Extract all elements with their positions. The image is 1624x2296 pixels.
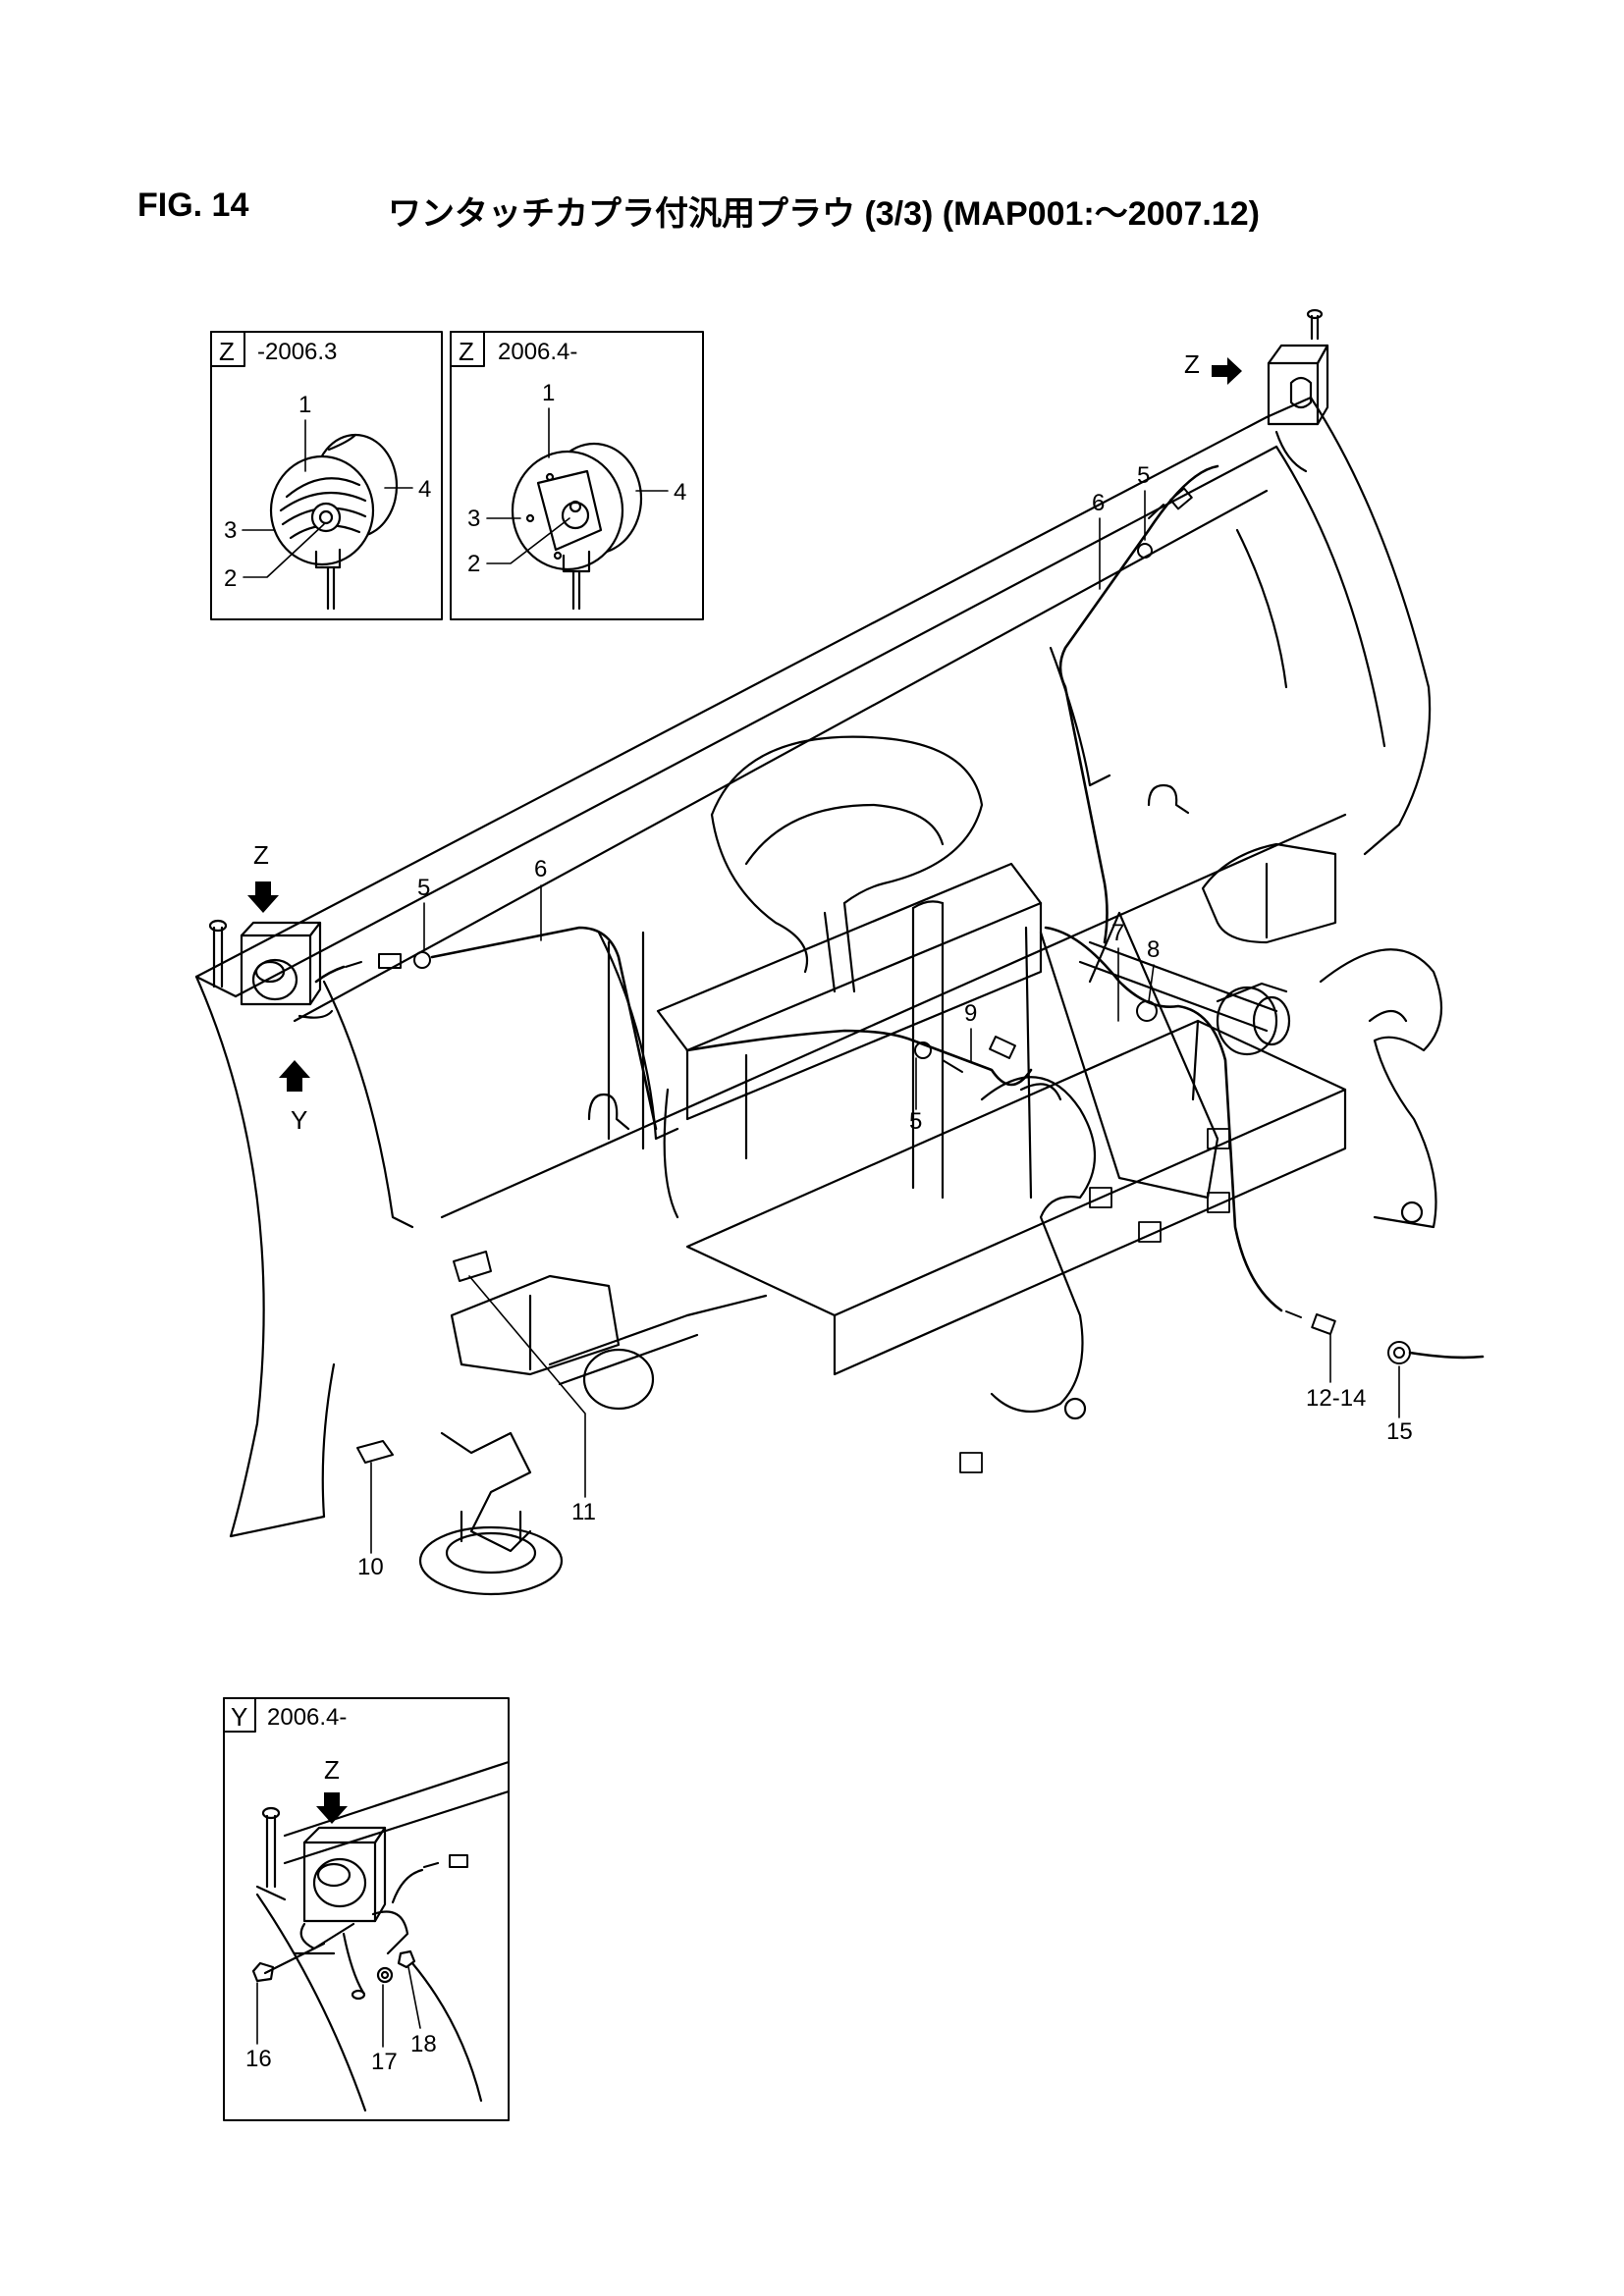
- detail-box-z-late: Z 2006.4- 1 4 3 2: [450, 331, 704, 620]
- work-lamp-left: [194, 919, 334, 1019]
- moldboard: [194, 396, 1432, 1538]
- callout-3: 3: [467, 506, 480, 532]
- callout-6: 6: [1092, 490, 1105, 516]
- callout-17: 17: [371, 2049, 398, 2075]
- callout-1: 1: [298, 392, 311, 418]
- callout-7: 7: [1111, 920, 1124, 946]
- callout-11: 11: [571, 1499, 596, 1525]
- callout-6: 6: [534, 856, 547, 882]
- main-frame: [656, 862, 1347, 1376]
- callout-2: 2: [224, 565, 237, 592]
- box-letter: Z: [459, 337, 474, 366]
- view-arrow-y-left: Y: [279, 1060, 310, 1135]
- callout-5: 5: [417, 875, 430, 901]
- coupler-hooks: [980, 948, 1443, 1420]
- angle-cylinder-right: [1078, 940, 1291, 1056]
- lift-arm: [1039, 911, 1219, 1200]
- view-arrow-z-left: Z: [247, 840, 279, 913]
- work-lamp-late: [511, 442, 643, 611]
- view-letter: Z: [324, 1755, 340, 1785]
- callouts-box-z-early: 1 4 3 2: [224, 392, 431, 592]
- decals: [356, 1251, 492, 1464]
- angle-cylinder-left: [548, 1294, 768, 1411]
- figure-number: FIG. 14: [137, 187, 249, 224]
- view-letter: Z: [1184, 349, 1200, 379]
- detail-box-y: Y 2006.4- Z: [223, 1697, 511, 2121]
- wiring-harness-main: [685, 926, 1485, 1364]
- view-arrow-z-right: Z: [1184, 349, 1242, 385]
- callout-5: 5: [1137, 462, 1150, 489]
- box-label: 2006.4-: [498, 339, 577, 365]
- callout-5: 5: [909, 1108, 922, 1135]
- callout-10: 10: [357, 1554, 384, 1580]
- callout-1: 1: [542, 380, 555, 406]
- figure-title: ワンタッチカプラ付汎用プラウ (3/3) (MAP001:〜2007.12): [388, 195, 1260, 233]
- callouts-box-y: 16 17 18: [245, 1966, 437, 2075]
- callout-4: 4: [674, 479, 686, 506]
- work-lamp-early: [269, 433, 399, 611]
- moldboard-ribs: [322, 528, 1288, 1229]
- callout-2: 2: [467, 551, 480, 577]
- callout-8: 8: [1147, 936, 1160, 963]
- box-letter: Z: [219, 337, 235, 366]
- figure-header: FIG. 14 ワンタッチカプラ付汎用プラウ (3/3) (MAP001:〜20…: [137, 187, 1512, 236]
- callout-3: 3: [224, 517, 237, 544]
- box-label: 2006.4-: [267, 1704, 347, 1731]
- callout-4: 4: [418, 476, 431, 503]
- callout-9: 9: [964, 1000, 977, 1027]
- box-letter: Y: [231, 1702, 247, 1732]
- pivot-arm: [710, 735, 984, 993]
- view-letter: Y: [291, 1105, 307, 1135]
- wiring-harness-right: [1058, 464, 1219, 944]
- plow-assembly: Z Z Y 5 6 5 6 7 8 9 5: [194, 308, 1485, 1596]
- view-arrow-z-detail: Z: [316, 1755, 348, 1824]
- right-skid-shoe: [1201, 842, 1337, 944]
- callout-12-14: 12-14: [1306, 1385, 1366, 1412]
- work-lamp-y-detail: [251, 1760, 511, 2112]
- detail-box-z-early: Z -2006.3 1 4 3 2: [210, 331, 443, 620]
- view-letter: Z: [253, 840, 269, 870]
- work-lamp-right: [1267, 308, 1329, 473]
- callout-18: 18: [410, 2031, 437, 2057]
- wiring-harness-left: [314, 926, 658, 1131]
- callouts-main: 5 6 5 6 7 8 9 5 10 11 12-14 15: [357, 462, 1413, 1580]
- box-label: -2006.3: [257, 339, 337, 365]
- callouts-box-z-late: 1 4 3 2: [467, 380, 686, 577]
- callout-15: 15: [1386, 1418, 1413, 1445]
- callout-16: 16: [245, 2046, 272, 2072]
- left-skid-shoe: [418, 1274, 621, 1596]
